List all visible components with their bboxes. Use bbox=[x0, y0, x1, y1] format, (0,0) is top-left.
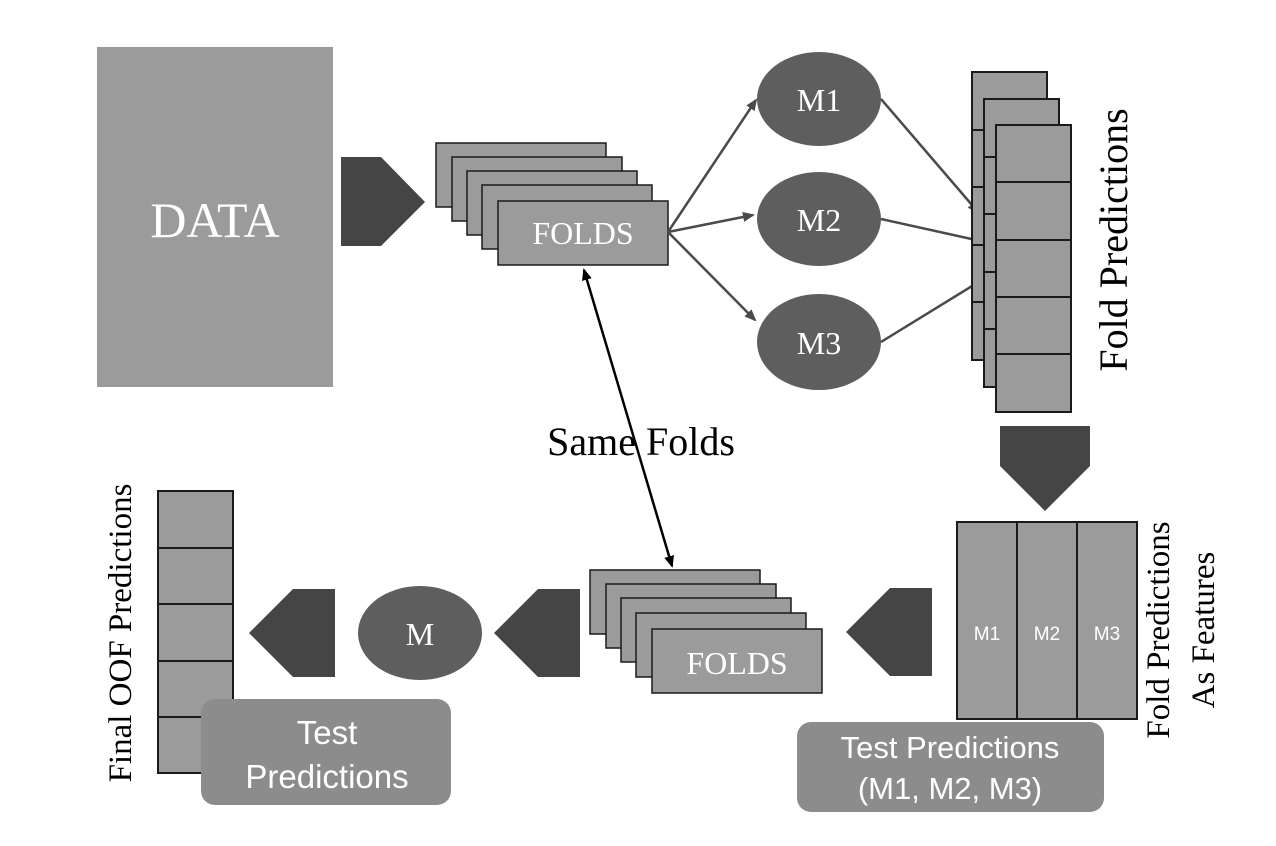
test-predictions-line1: Test Predictions bbox=[841, 730, 1060, 765]
m2-label: M2 bbox=[797, 202, 841, 238]
m-label: M bbox=[406, 616, 434, 652]
model-m1: M1 bbox=[757, 52, 881, 146]
m1-label: M1 bbox=[797, 82, 841, 118]
pentagon-arrow-data-to-folds bbox=[341, 157, 425, 246]
fold-predictions-label: Fold Predictions bbox=[1091, 108, 1136, 371]
pentagon-arrow-folds-to-m bbox=[494, 589, 580, 677]
feature-m1-label: M1 bbox=[974, 624, 1000, 645]
fold-predictions-as-features-line1: Fold Predictions bbox=[1141, 521, 1177, 738]
pentagon-arrow-features-to-folds bbox=[846, 588, 932, 676]
test-predictions-line2: (M1, M2, M3) bbox=[858, 771, 1042, 806]
same-folds-arrow bbox=[582, 268, 674, 568]
final-test-line2: Predictions bbox=[245, 758, 408, 795]
feature-m3-label: M3 bbox=[1094, 624, 1120, 645]
final-oof-predictions-label: Final OOF Predictions bbox=[103, 484, 139, 783]
data-label: DATA bbox=[150, 192, 279, 248]
pentagon-arrow-down bbox=[1000, 426, 1090, 511]
folds-stack-bottom bbox=[589, 569, 823, 694]
folds-bottom-label: FOLDS bbox=[686, 645, 787, 681]
fold-predictions-stack bbox=[971, 71, 1072, 413]
test-predictions-box: Test Predictions (M1, M2, M3) bbox=[797, 722, 1104, 812]
model-m2: M2 bbox=[757, 172, 881, 266]
feature-m2-label: M2 bbox=[1034, 624, 1060, 645]
arrows-folds-to-models bbox=[666, 98, 758, 322]
final-test-predictions-box: Test Predictions bbox=[201, 699, 451, 805]
model-m: M bbox=[358, 586, 482, 680]
fold-predictions-as-features-line2: As Features bbox=[1186, 552, 1222, 709]
m3-label: M3 bbox=[797, 325, 841, 361]
features-block bbox=[956, 521, 1138, 720]
pentagon-arrow-m-to-final bbox=[249, 589, 335, 677]
final-test-line1: Test bbox=[297, 714, 358, 751]
data-block: DATA bbox=[97, 47, 333, 387]
folds-top-label: FOLDS bbox=[532, 215, 633, 251]
same-folds-label: Same Folds bbox=[547, 419, 735, 464]
folds-stack-top bbox=[435, 142, 669, 266]
model-m3: M3 bbox=[757, 294, 881, 390]
